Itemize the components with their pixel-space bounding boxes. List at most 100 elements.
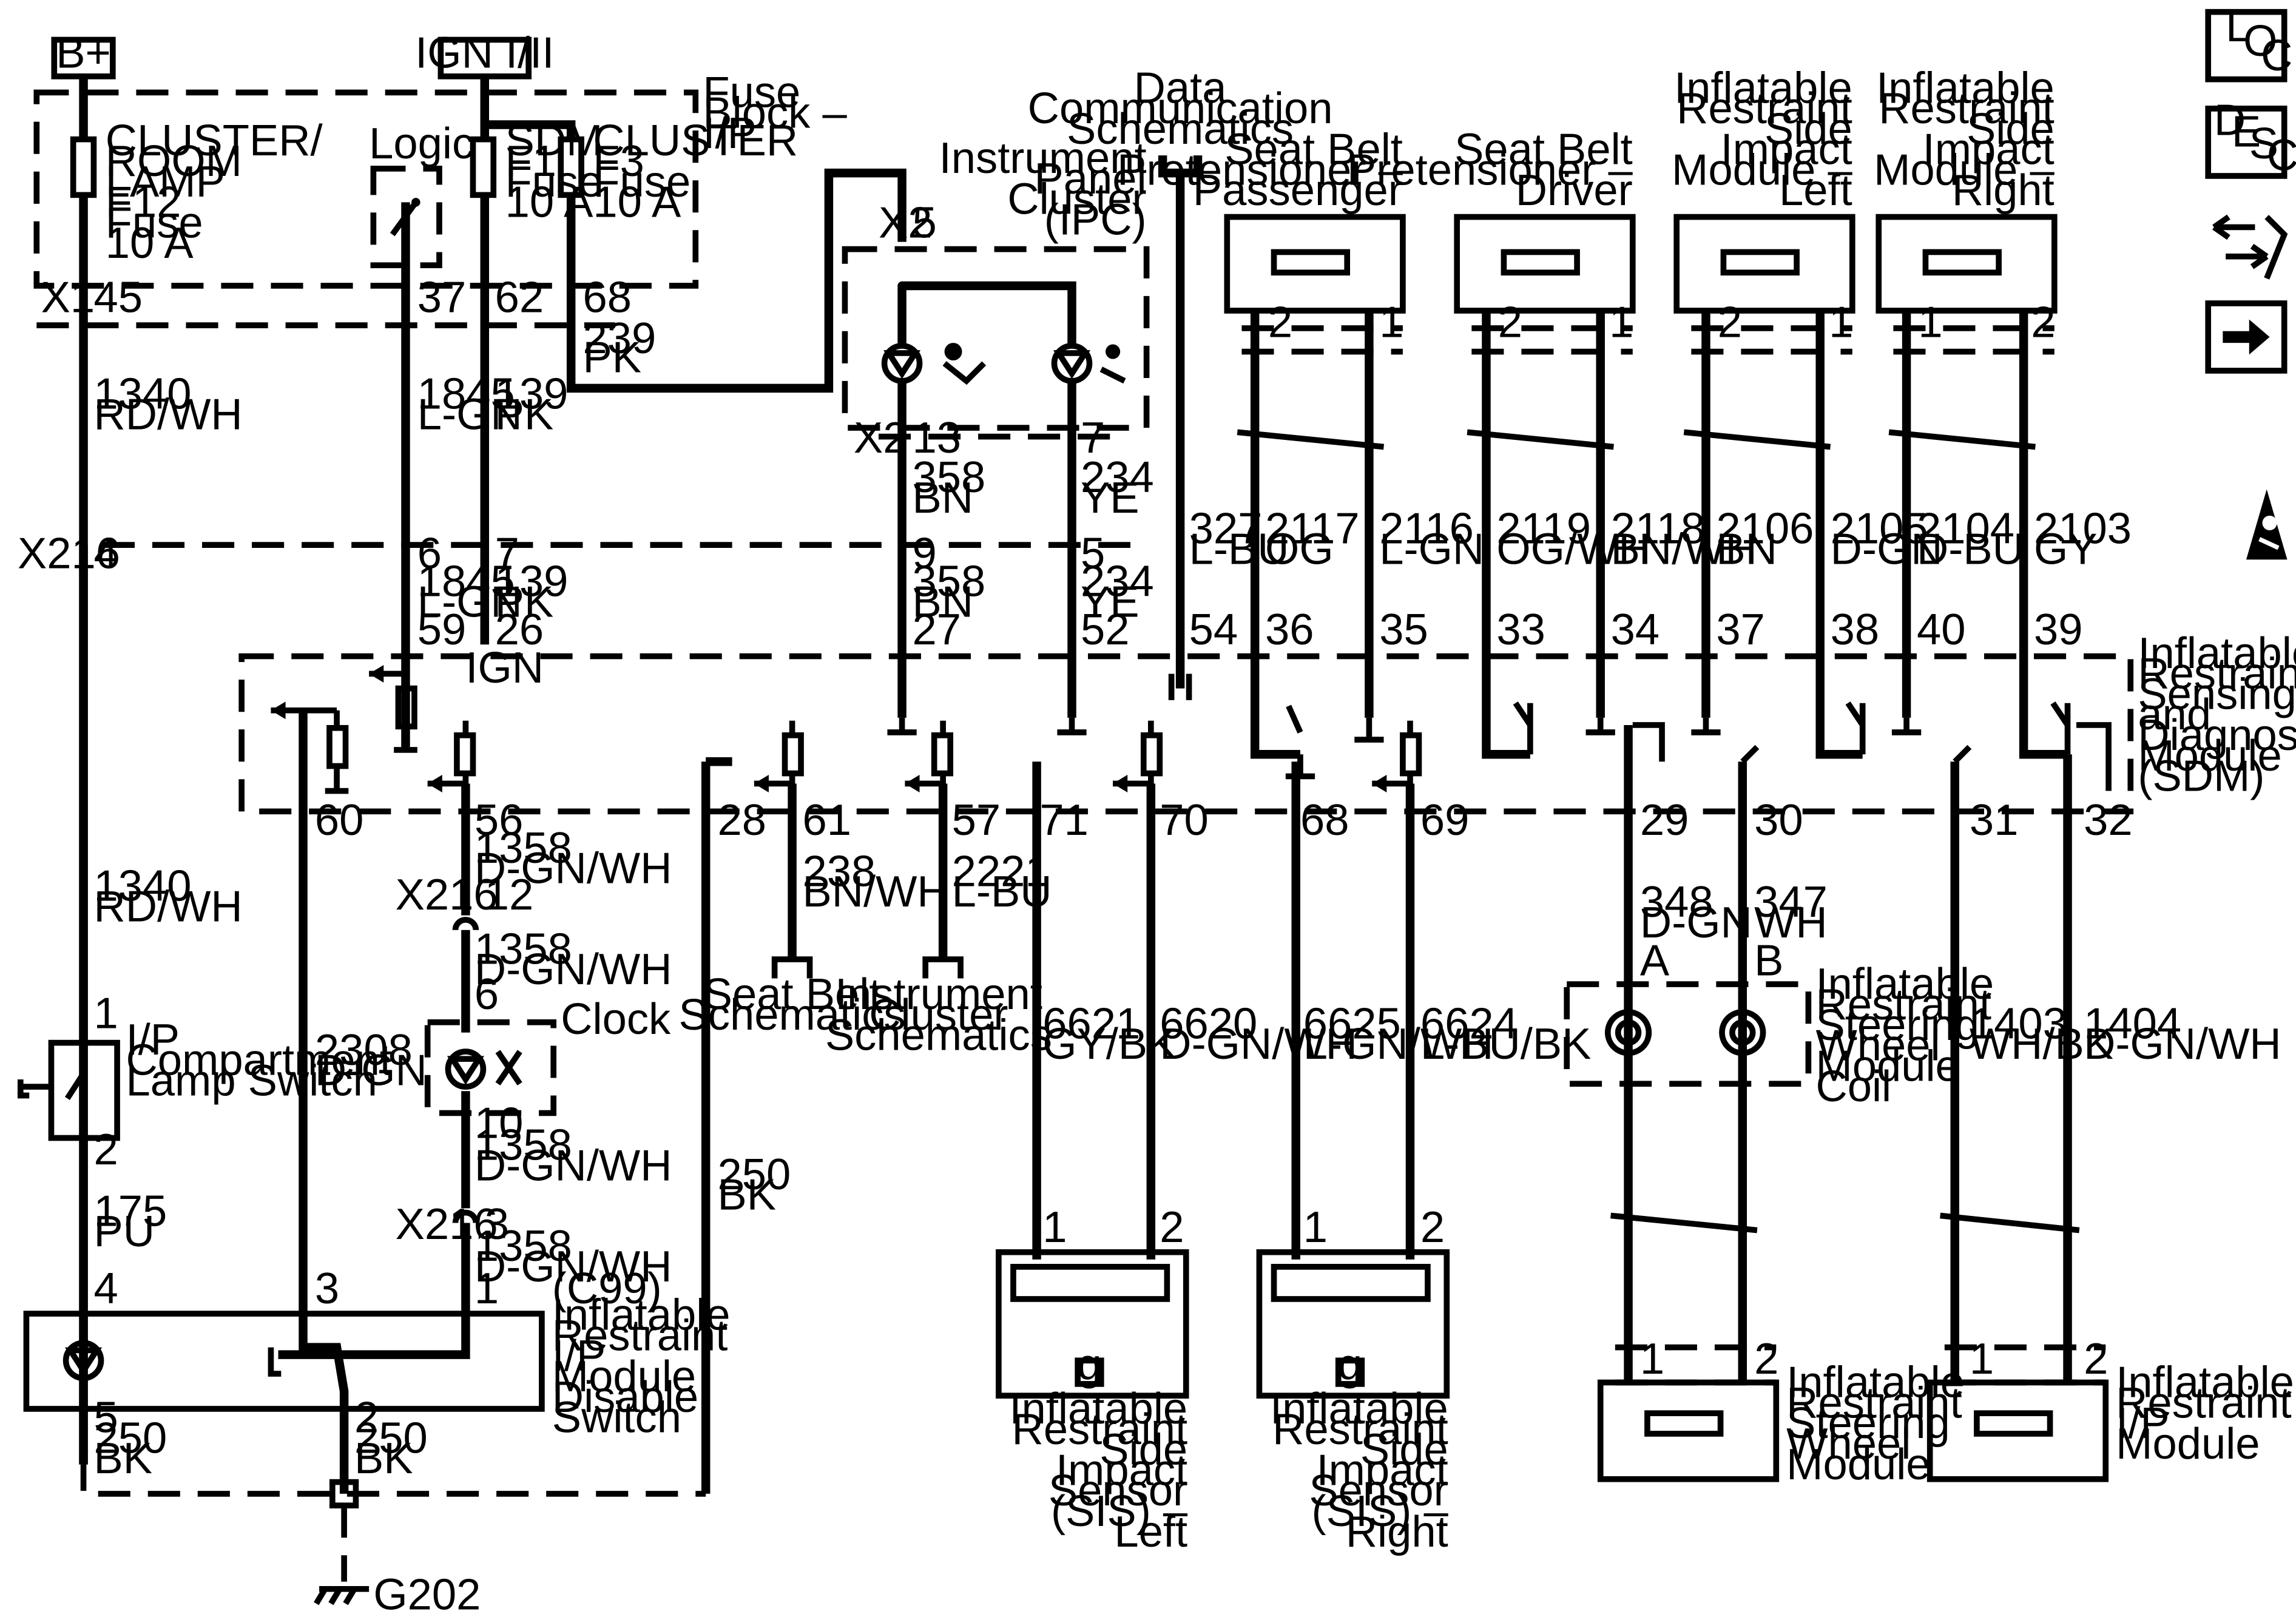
drv-pret-2: Pretensioner –: [1347, 145, 1633, 194]
pass-pin-2: 2: [1268, 297, 1292, 346]
sis-right-g: g: [1338, 1340, 1362, 1389]
w2308-color: D-GN: [315, 1046, 427, 1095]
x1-pin-62: 62: [495, 272, 544, 322]
sdm-pin-30: 30: [1754, 795, 1803, 845]
side-left-pin-2: 2: [1718, 297, 1742, 346]
w1340-id: 1340: [93, 370, 191, 419]
ipc-sch-2[interactable]: Cluster: [869, 990, 1008, 1039]
loc-c: C: [2261, 31, 2292, 80]
sis-right: 1 2 g Inflatable Restraint Side Impact S…: [1256, 1203, 1450, 1556]
sdm-title-6: Module: [2138, 731, 2281, 780]
sdm-resistor-69-icon: [1400, 732, 1422, 777]
ip-module-pin-1: 1: [1970, 1334, 1994, 1383]
side-right-pin-1: 1: [1918, 297, 1942, 346]
sis-right-pin-2: 2: [1420, 1203, 1445, 1252]
top-wire-labels: 2117 OG 2116 L-GN 2119 OG/WH 2118 BN/WH …: [1265, 504, 2132, 574]
w6621-id: 6621: [1042, 999, 1140, 1048]
fuse-block-title-1: Fuse: [703, 68, 800, 117]
fuse-f1-icon: [470, 136, 497, 198]
sis-left-name-3: Side: [1099, 1425, 1187, 1474]
sis-right-name-3: Side: [1360, 1425, 1448, 1474]
disable-pin-4: 4: [93, 1264, 118, 1313]
side-right-3: Side: [1967, 104, 2055, 154]
steering-pin-2: 2: [1754, 1334, 1778, 1383]
loc-button[interactable]: L O C: [2205, 2, 2292, 83]
sdm-resistor-61-icon: [782, 732, 804, 777]
w2105-id: 2105: [1831, 504, 1928, 553]
x216-top-connector: X216 4 6 7 9 5 1845 L-GN 139 PK 358 BN 2…: [18, 529, 1154, 627]
drv-pin-2: 2: [1498, 297, 1522, 346]
battery-label: B+: [56, 28, 111, 77]
seat-belt-sch-2[interactable]: Schematics: [679, 990, 906, 1039]
x216-w1845-id: 1845: [417, 557, 515, 606]
f3-label-3: Fuse: [593, 157, 690, 206]
side-left-5: Module –: [1672, 145, 1852, 194]
sis-left: 1 2 g Inflatable Restraint Side Impact S…: [996, 1203, 1189, 1556]
w327-color: L-BU: [1189, 524, 1289, 573]
w2105-color: D-GN: [1831, 524, 1943, 573]
sdm-pin-57: 57: [952, 795, 1001, 845]
w1358d-color: D-GN/WH: [474, 1242, 672, 1291]
ip-switch-name-3: Lamp Switch: [126, 1056, 377, 1106]
fuse-f12-icon: [70, 136, 97, 198]
ipc-title-4: (IPC): [1044, 195, 1147, 245]
x216-top-label: X216: [18, 529, 120, 578]
ip-module-pin-2: 2: [2084, 1334, 2108, 1383]
sdm-pin-59: 59: [417, 605, 467, 654]
sdm-title-7: (SDM): [2138, 752, 2264, 801]
w1403-id: 1403: [1970, 999, 2067, 1048]
sis-left-name-4: Impact: [1056, 1445, 1187, 1494]
pass-pretensioner-box: [1224, 214, 1406, 314]
sdm-pin-39: 39: [2034, 605, 2083, 654]
w2221-id: 2221: [952, 846, 1050, 896]
w6621-color: GY/BK: [1042, 1019, 1177, 1068]
w1403-color: WH/BK: [1970, 1019, 2113, 1068]
x216-w234-id: 234: [1081, 557, 1154, 606]
airbag-warning-icon: [2246, 489, 2288, 560]
w2104-color: D-BU: [1917, 524, 2024, 573]
w250b-color: BK: [93, 1434, 152, 1483]
ip-module-squib-icon: [1974, 1410, 2053, 1437]
side-right-2: Restraint: [1879, 84, 2055, 133]
desc-button[interactable]: D E S C: [2205, 95, 2296, 180]
steering-name-5: Module: [1786, 1440, 1930, 1489]
disable-name-4: Module: [552, 1352, 696, 1401]
w2116-id: 2116: [1379, 504, 1474, 553]
next-page-button[interactable]: [2205, 300, 2288, 374]
sdm-ign-label: IGN: [465, 643, 544, 692]
sis-left-name-2: Restraint: [1012, 1405, 1188, 1454]
ipc-w234-color: YE: [1081, 473, 1140, 522]
ipc-sch-3[interactable]: Schematics: [825, 1011, 1052, 1060]
lamp-switch-icon: [64, 1054, 87, 1128]
drv-pin-1: 1: [1609, 297, 1633, 346]
steering-wheel-coil: A B Inflatable Restraint Steering Wheel …: [1564, 936, 1994, 1111]
connector-view-icon[interactable]: [2212, 214, 2288, 280]
sdm-pin-27: 27: [912, 605, 961, 654]
side-left-squib-icon: [1720, 249, 1800, 276]
sdm-title-1: Inflatable: [2138, 629, 2296, 678]
disable-name-6: Switch: [552, 1393, 681, 1442]
x216-pin-5: 5: [1081, 529, 1105, 578]
ipc-w234-id: 234: [1081, 453, 1154, 502]
w6624-id: 6624: [1420, 999, 1518, 1048]
f12-label-5: Fuse: [106, 198, 203, 247]
desc-c: C: [2267, 130, 2296, 180]
data-comm-link[interactable]: [1158, 155, 1203, 689]
w250c-color: BK: [354, 1434, 413, 1483]
x216-lower-a-pin: 12: [485, 870, 534, 919]
sdm-title-4: and: [2138, 690, 2211, 739]
battery-source-box: B+: [51, 28, 116, 79]
ipc-sch-1[interactable]: Instrument: [835, 970, 1042, 1019]
sdm-title-2: Restraint: [2138, 649, 2296, 698]
ip-switch-name-1: I/P: [126, 1015, 180, 1064]
f12-label-2: ROOM: [106, 137, 242, 186]
w139-color: PK: [495, 390, 554, 439]
seat-belt-sch-1[interactable]: Seat Belt: [703, 970, 882, 1019]
ip-switch-name-2: Compartment: [126, 1036, 392, 1085]
sis-left-pin-2: 2: [1160, 1203, 1184, 1252]
coil-name-4: Wheel: [1815, 1021, 1940, 1070]
sis-left-name-7: Left: [1114, 1507, 1187, 1556]
w238-id: 238: [802, 846, 876, 896]
ip-module-name-3: I/P: [2116, 1399, 2170, 1448]
ip-compartment-lamp-switch: 1 2 I/P Compartment Lamp Switch: [17, 988, 392, 1174]
